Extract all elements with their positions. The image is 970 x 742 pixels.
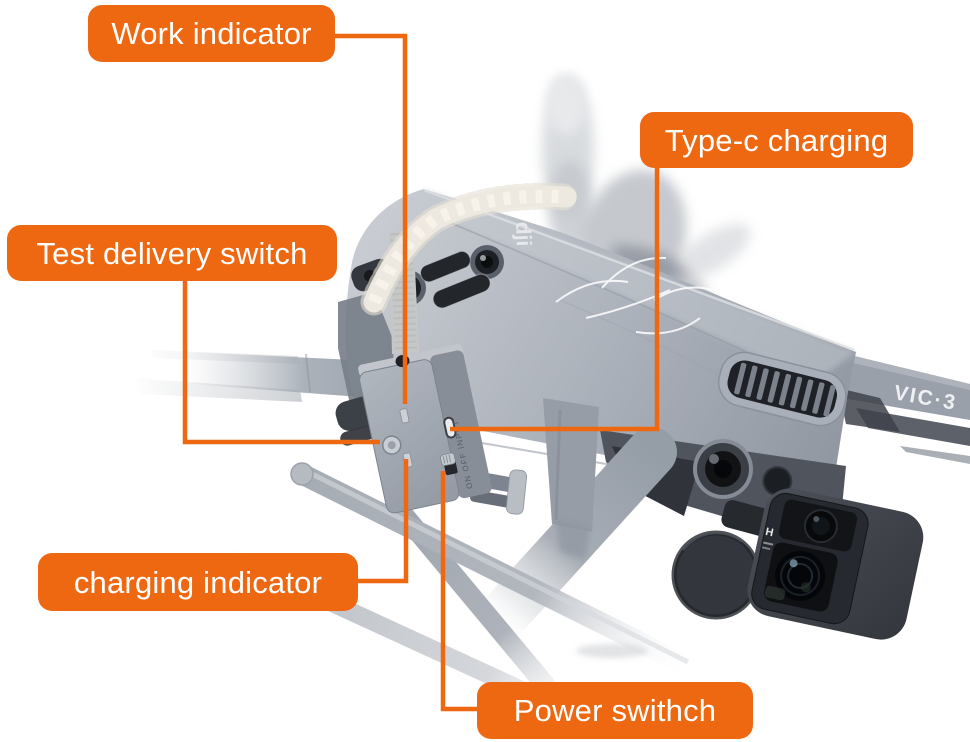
intake-vents [420,250,491,309]
side-sensor-lens [693,439,753,499]
right-arm: VIC·3 [838,352,970,464]
rear-vent-grille [717,351,847,427]
leader-charging-indicator [356,459,409,584]
motion-smudge [576,644,648,658]
callout-charging-indicator: charging indicator [38,553,358,611]
leader-lines [182,33,660,712]
payload-device: ON OFF INPUT [358,344,492,514]
leader-test-delivery-switch [182,279,380,445]
usb-c-port [443,416,457,439]
brand-logo-text: dji [511,221,535,246]
callout-type-c-charging: Type-c charging [640,112,913,168]
callout-power-switch: Power swithch [477,682,753,739]
work-indicator-led [399,408,410,424]
tube-end-cap [290,462,314,486]
camera-gimbal: H [671,466,924,640]
callout-test-delivery-switch: Test delivery switch [7,225,337,281]
power-toggle-switch [440,452,458,476]
leader-work-indicator [335,33,408,404]
callout-work-indicator: Work indicator [88,5,335,62]
gimbal-motor-cover [674,533,758,617]
leader-type-c-charging [450,166,660,432]
leader-power-switch [440,471,479,712]
camera-logo: H [764,526,774,539]
